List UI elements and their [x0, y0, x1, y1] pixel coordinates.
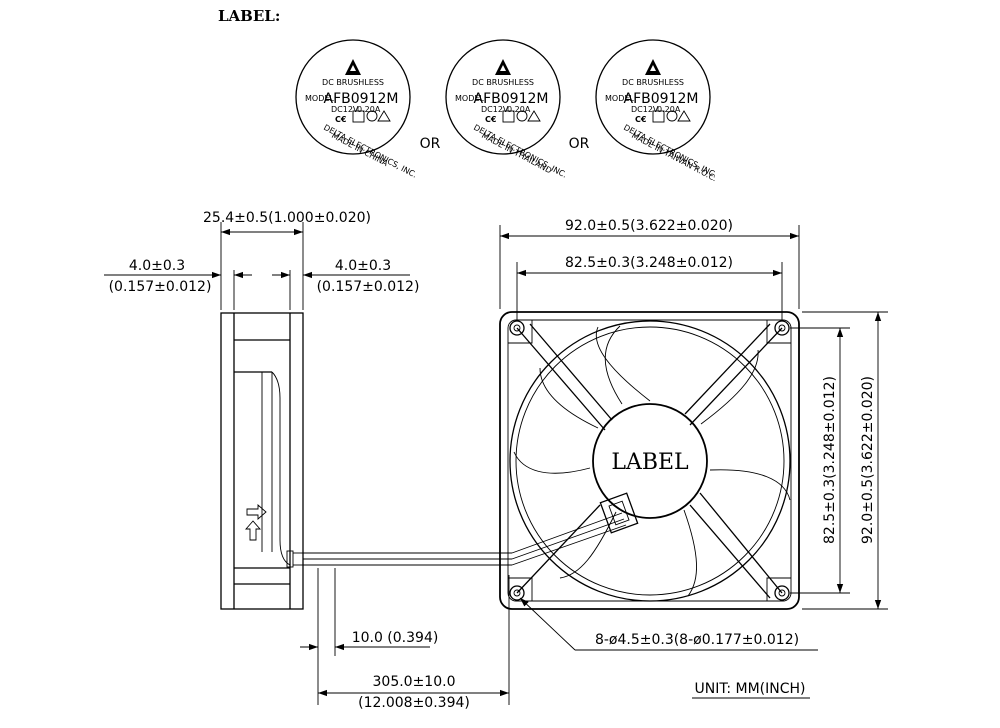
label-variant-1: DC BRUSHLESS MODEL AFB0912M DC12V 0.20A … — [295, 39, 418, 180]
fan-side-view — [220, 312, 304, 610]
label-voltage: DC12V — [481, 105, 509, 114]
flange-right-in: (0.157±0.012) — [317, 279, 420, 295]
label-model: AFB0912M — [324, 91, 399, 107]
flange-left-mm: 4.0±0.3 — [129, 258, 185, 274]
label-model-caption: MODEL — [605, 94, 634, 103]
rotation-arrow-icon — [245, 520, 261, 541]
label-model: AFB0912M — [474, 91, 549, 107]
width-overall-dimension: 92.0±0.5(3.622±0.020) — [499, 218, 800, 309]
mounting-hole — [509, 585, 525, 601]
label-current: 0.20A — [657, 105, 681, 114]
label-voltage: DC12V — [631, 105, 659, 114]
width-holes-dimension: 82.5±0.3(3.248±0.012) — [516, 255, 783, 320]
depth-text: 25.4±0.5(1.000±0.020) — [203, 210, 371, 226]
label-model: AFB0912M — [624, 91, 699, 107]
or-text-2: OR — [569, 136, 590, 152]
label-series: DC BRUSHLESS — [622, 78, 684, 87]
lead-length-in: (12.008±0.394) — [358, 695, 470, 711]
fan-front-view: LABEL — [499, 311, 800, 610]
height-overall-dimension: 92.0±0.5(3.622±0.020) — [802, 311, 888, 610]
label-model-caption: MODEL — [455, 94, 484, 103]
label-series: DC BRUSHLESS — [322, 78, 384, 87]
height-overall-text: 92.0±0.5(3.622±0.020) — [860, 376, 876, 544]
or-text-1: OR — [420, 136, 441, 152]
flange-left-in: (0.157±0.012) — [109, 279, 212, 295]
label-current: 0.20A — [357, 105, 381, 114]
holes-callout: 8-ø4.5±0.3(8-ø0.177±0.012) — [519, 597, 818, 651]
height-holes-text: 82.5±0.3(3.248±0.012) — [822, 376, 838, 544]
flange-dimensions: 4.0±0.3 (0.157±0.012) 4.0±0.3 (0.157±0.0… — [104, 258, 419, 310]
label-current: 0.20A — [507, 105, 531, 114]
flange-right-mm: 4.0±0.3 — [335, 258, 391, 274]
label-model-caption: MODEL — [305, 94, 334, 103]
mounting-hole — [509, 320, 525, 336]
mounting-hole — [774, 320, 790, 336]
lead-length-dimension: 305.0±10.0 (12.008±0.394) — [318, 575, 510, 711]
lead-length-mm: 305.0±10.0 — [373, 674, 456, 690]
label-series: DC BRUSHLESS — [472, 78, 534, 87]
label-variant-2: DC BRUSHLESS MODEL AFB0912M DC12V 0.20A … — [445, 39, 568, 180]
label-voltage: DC12V — [331, 105, 359, 114]
holes-text: 8-ø4.5±0.3(8-ø0.177±0.012) — [595, 632, 799, 648]
lead-strip-text: 10.0 (0.394) — [352, 630, 439, 646]
mounting-hole — [774, 585, 790, 601]
label-heading: LABEL: — [218, 7, 280, 25]
hub-label-disc — [592, 403, 708, 519]
label-origin: MADE IN CHINA — [330, 131, 390, 169]
lead-strip-dimension: 10.0 (0.394) — [300, 568, 438, 705]
unit-text: UNIT: MM(INCH) — [694, 681, 805, 697]
label-variant-3: DC BRUSHLESS MODEL AFB0912M DC12V 0.20A … — [595, 39, 718, 184]
hub-label-text: LABEL — [611, 450, 689, 475]
label-origin: MADE IN TAIWAN R.O.C. — [630, 131, 718, 184]
height-holes-dimension: 82.5±0.3(3.248±0.012) — [790, 327, 850, 594]
width-overall-text: 92.0±0.5(3.622±0.020) — [565, 218, 733, 234]
airflow-arrow-icon — [246, 504, 267, 520]
width-holes-text: 82.5±0.3(3.248±0.012) — [565, 255, 733, 271]
depth-dimension: 25.4±0.5(1.000±0.020) — [203, 210, 371, 310]
lead-wires — [303, 512, 627, 566]
